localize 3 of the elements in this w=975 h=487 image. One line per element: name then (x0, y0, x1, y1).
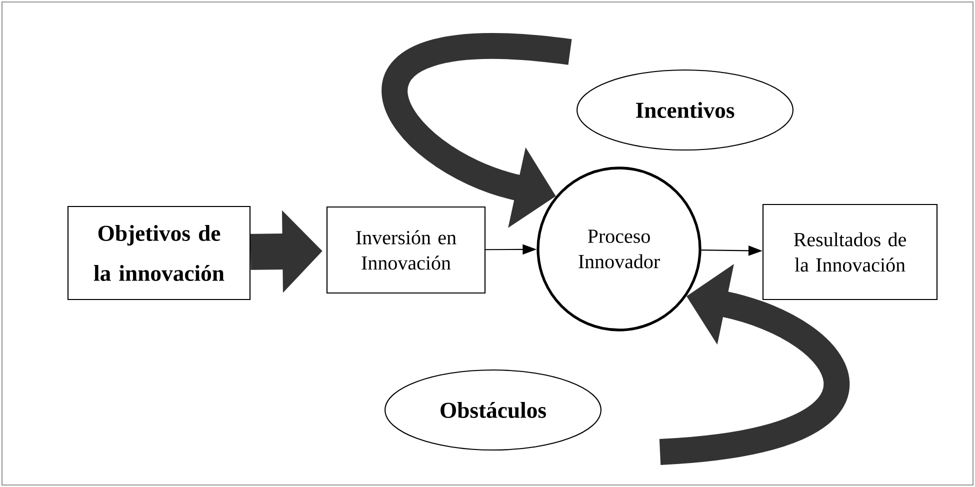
process-box: Objetivos de la innovación (67, 206, 251, 300)
process-box: Resultados de la Innovación (762, 204, 938, 300)
process-box: Inversión en Innovación (326, 206, 486, 294)
